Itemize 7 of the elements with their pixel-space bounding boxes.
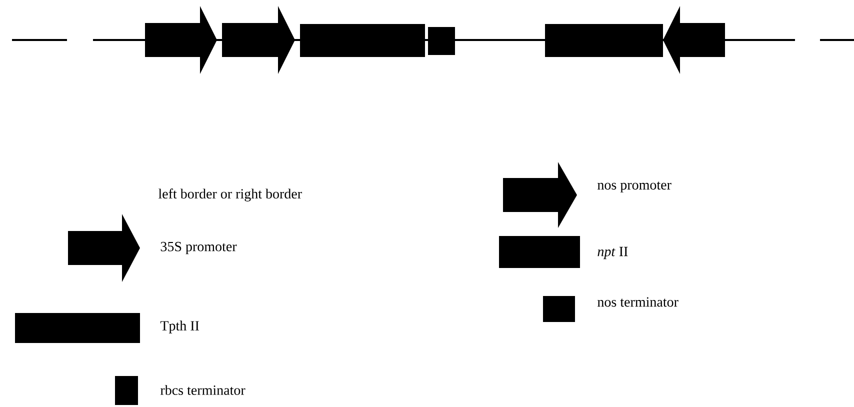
legend-label: nos terminator <box>598 297 678 307</box>
legend-label: nos promoter <box>598 182 672 192</box>
legend-label: Tpth II <box>160 320 199 334</box>
legend-label: 35S promoter <box>160 242 237 254</box>
legend-label: left border or right border <box>158 188 302 202</box>
legend-label: rbcs terminator <box>160 385 246 395</box>
legend-label: npt II <box>598 246 628 260</box>
